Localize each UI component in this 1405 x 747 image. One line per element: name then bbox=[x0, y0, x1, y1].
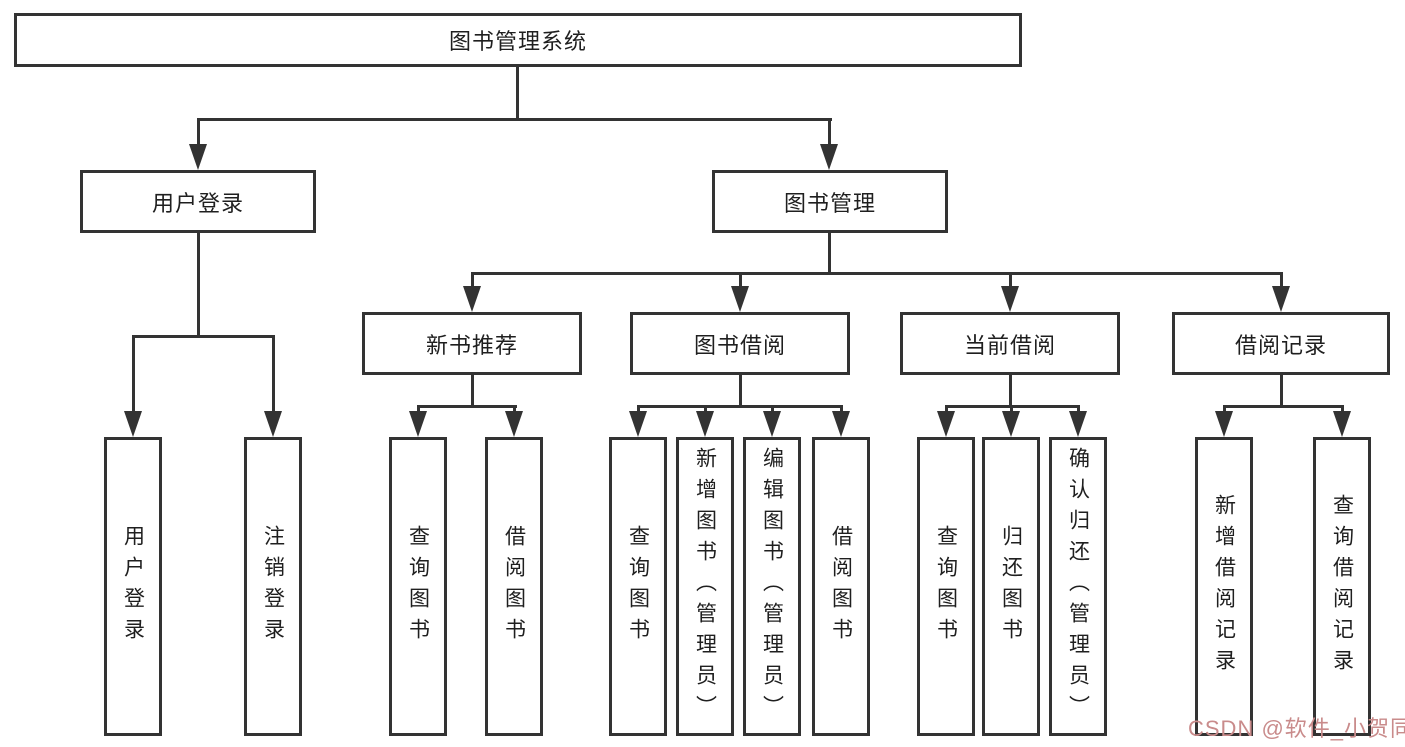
node-new-book-rec: 新书推荐 bbox=[362, 312, 582, 375]
leaf-label: 借阅图书 bbox=[502, 524, 526, 649]
leaf-label: 新增图书（管理员） bbox=[693, 447, 717, 726]
connector-book-borrow-stem bbox=[739, 375, 742, 405]
connector-book-mgmt-crossbar bbox=[471, 272, 1283, 275]
node-current-borrow-label: 当前借阅 bbox=[963, 332, 1056, 358]
connector-borrow-record-stem bbox=[1280, 375, 1283, 405]
leaf-label: 查询图书 bbox=[626, 524, 650, 649]
connector-drop-new-book-rec bbox=[471, 272, 474, 288]
node-book-borrow-label: 图书借阅 bbox=[693, 332, 786, 358]
arrow-down-icon bbox=[1272, 286, 1290, 312]
arrow-down-icon bbox=[820, 144, 838, 170]
csdn-watermark: CSDN @软件_小贺同学 bbox=[1188, 716, 1405, 741]
arrow-down-icon bbox=[505, 411, 523, 437]
leaf-label: 归还图书 bbox=[999, 524, 1023, 649]
connector-drop bbox=[1010, 405, 1013, 413]
leaf-label: 编辑图书（管理员） bbox=[760, 447, 784, 726]
arrow-down-icon bbox=[629, 411, 647, 437]
arrow-down-icon bbox=[409, 411, 427, 437]
node-user-login-label: 用户登录 bbox=[151, 190, 244, 216]
connector-drop-book-borrow bbox=[739, 272, 742, 288]
arrow-down-icon bbox=[1001, 286, 1019, 312]
connector-current-borrow-stem bbox=[1009, 375, 1012, 405]
arrow-down-icon bbox=[124, 411, 142, 437]
leaf-label: 用户登录 bbox=[121, 524, 145, 649]
leaf-edit-books-admin: 编辑图书（管理员） bbox=[743, 437, 801, 736]
leaf-query-books-newrec: 查询图书 bbox=[389, 437, 447, 736]
leaf-label: 查询图书 bbox=[406, 524, 430, 649]
connector-drop bbox=[637, 405, 640, 413]
connector-drop-book-mgmt bbox=[828, 118, 831, 146]
arrow-down-icon bbox=[1333, 411, 1351, 437]
connector-drop bbox=[1223, 405, 1226, 413]
arrow-down-icon bbox=[1069, 411, 1087, 437]
leaf-label: 查询借阅记录 bbox=[1330, 493, 1354, 680]
connector-drop bbox=[840, 405, 843, 413]
connector-drop bbox=[1077, 405, 1080, 413]
leaf-return-books: 归还图书 bbox=[982, 437, 1040, 736]
arrow-down-icon bbox=[832, 411, 850, 437]
node-borrow-record: 借阅记录 bbox=[1172, 312, 1390, 375]
connector-drop bbox=[945, 405, 948, 413]
arrow-down-icon bbox=[937, 411, 955, 437]
connector-borrow-record-crossbar bbox=[1223, 405, 1344, 408]
leaf-query-books-borrow: 查询图书 bbox=[609, 437, 667, 736]
connector-root-crossbar bbox=[197, 118, 832, 121]
arrow-down-icon bbox=[731, 286, 749, 312]
arrow-down-icon bbox=[463, 286, 481, 312]
node-book-mgmt-label: 图书管理 bbox=[783, 190, 876, 216]
connector-book-mgmt-stem bbox=[828, 233, 831, 272]
leaf-confirm-return-admin: 确认归还（管理员） bbox=[1049, 437, 1107, 736]
connector-drop bbox=[513, 405, 516, 413]
connector-root-stem bbox=[516, 67, 519, 118]
connector-user-login-stem bbox=[197, 233, 200, 335]
leaf-label: 注销登录 bbox=[261, 524, 285, 649]
leaf-label: 查询图书 bbox=[934, 524, 958, 649]
leaf-user-login: 用户登录 bbox=[104, 437, 162, 736]
node-borrow-record-label: 借阅记录 bbox=[1234, 332, 1327, 358]
arrow-down-icon bbox=[763, 411, 781, 437]
connector-new-book-rec-crossbar bbox=[417, 405, 517, 408]
leaf-logout: 注销登录 bbox=[244, 437, 302, 736]
leaf-label: 借阅图书 bbox=[829, 524, 853, 649]
arrow-down-icon bbox=[696, 411, 714, 437]
connector-drop bbox=[1341, 405, 1344, 413]
connector-drop-leaf-logout bbox=[272, 335, 275, 413]
connector-new-book-rec-stem bbox=[471, 375, 474, 405]
leaf-borrow-books-borrow: 借阅图书 bbox=[812, 437, 870, 736]
node-root: 图书管理系统 bbox=[14, 13, 1022, 67]
leaf-borrow-books-newrec: 借阅图书 bbox=[485, 437, 543, 736]
connector-drop bbox=[417, 405, 420, 413]
node-book-mgmt: 图书管理 bbox=[712, 170, 948, 233]
leaf-label: 确认归还（管理员） bbox=[1066, 447, 1090, 726]
leaf-add-books-admin: 新增图书（管理员） bbox=[676, 437, 734, 736]
connector-book-borrow-crossbar bbox=[637, 405, 843, 408]
connector-drop-borrow-record bbox=[1280, 272, 1283, 288]
connector-drop bbox=[771, 405, 774, 413]
node-book-borrow: 图书借阅 bbox=[630, 312, 850, 375]
node-new-book-rec-label: 新书推荐 bbox=[425, 332, 518, 358]
connector-drop-user-login bbox=[197, 118, 200, 146]
leaf-query-books-current: 查询图书 bbox=[917, 437, 975, 736]
connector-user-login-crossbar bbox=[132, 335, 275, 338]
arrow-down-icon bbox=[189, 144, 207, 170]
arrow-down-icon bbox=[264, 411, 282, 437]
arrow-down-icon bbox=[1002, 411, 1020, 437]
node-current-borrow: 当前借阅 bbox=[900, 312, 1120, 375]
leaf-label: 新增借阅记录 bbox=[1212, 493, 1236, 680]
node-root-label: 图书管理系统 bbox=[448, 29, 587, 54]
arrow-down-icon bbox=[1215, 411, 1233, 437]
connector-drop-leaf-user-login bbox=[132, 335, 135, 413]
connector-drop bbox=[704, 405, 707, 413]
leaf-query-borrow-record: 查询借阅记录 bbox=[1313, 437, 1371, 736]
leaf-add-borrow-record: 新增借阅记录 bbox=[1195, 437, 1253, 736]
node-user-login: 用户登录 bbox=[80, 170, 316, 233]
connector-drop-current-borrow bbox=[1009, 272, 1012, 288]
